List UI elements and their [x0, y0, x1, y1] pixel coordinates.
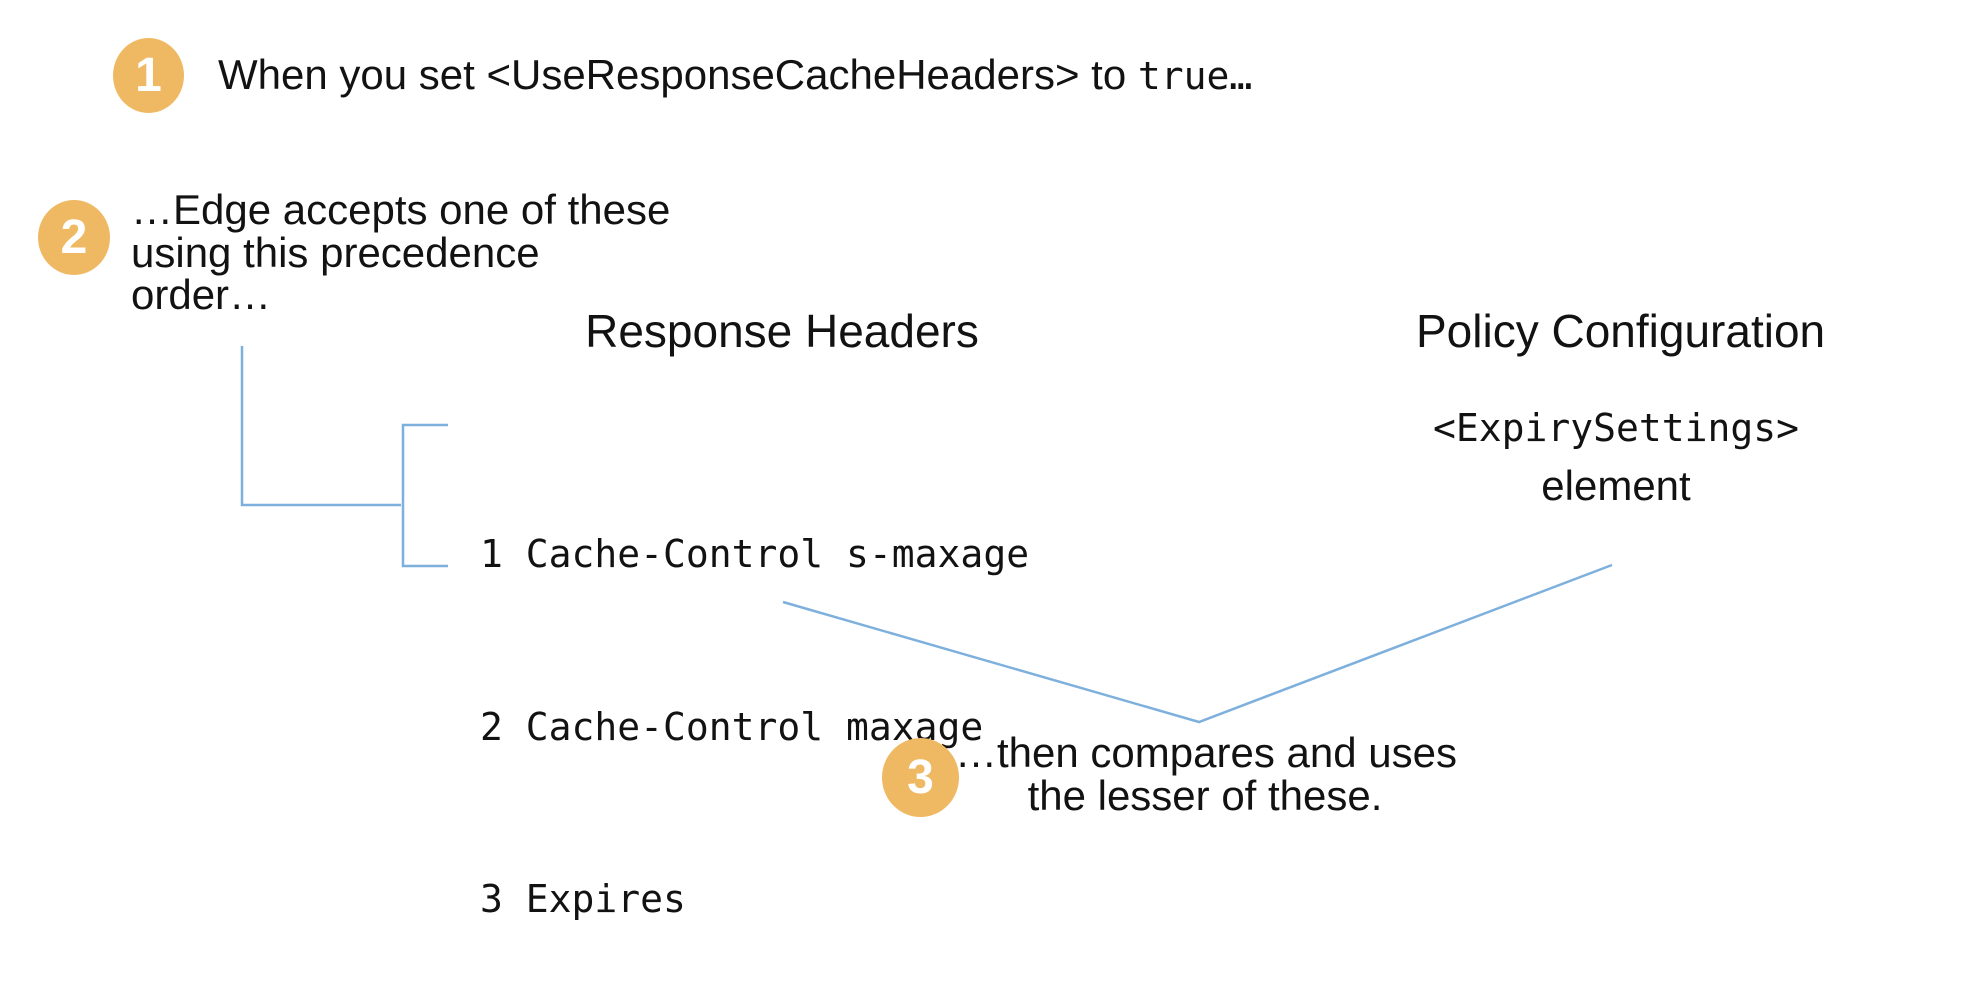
step-2-line-3: order… [131, 271, 272, 318]
precedence-list: 1 Cache-Control s-maxage 2 Cache-Control… [480, 411, 1029, 986]
list-bracket-line [401, 423, 448, 568]
step-2-number: 2 [60, 210, 88, 264]
step-1-element-name: <UseResponseCacheHeaders> [486, 51, 1080, 98]
precedence-item-3: 3 Expires [480, 877, 686, 921]
expiry-settings-code: <ExpirySettings> [1432, 406, 1800, 450]
precedence-connector-line [240, 346, 401, 507]
step-2-badge: 2 [38, 200, 110, 275]
expiry-settings-caption: element [1541, 462, 1691, 509]
step-1-number: 1 [135, 48, 162, 102]
policy-configuration-title: Policy Configuration [1416, 305, 1826, 357]
step-2-caption: …Edge accepts one of these using this pr… [131, 186, 671, 318]
step-1-caption: When you set <UseResponseCacheHeaders> t… [218, 47, 1252, 104]
step-3-line-1: …then compares and uses [955, 729, 1457, 776]
precedence-item-2: 2 Cache-Control maxage [480, 704, 984, 749]
step-2-line-2: using this precedence [131, 228, 540, 276]
step-1-code-value: true… [1137, 54, 1253, 98]
diagram-canvas: { "theme": { "background": "#FFFFFF", "a… [38, 38, 1826, 921]
step-1-text-plain: When you set [218, 51, 487, 98]
step-3-badge: 3 [882, 738, 959, 817]
step-2-line-1: …Edge accepts one of these [131, 186, 671, 233]
step-3-number: 3 [907, 750, 934, 804]
step-1-text-middle: to [1079, 51, 1138, 98]
step-3-line-2: the lesser of these. [1027, 772, 1383, 819]
step-3-caption: …then compares and uses the lesser of th… [955, 729, 1457, 819]
response-headers-title: Response Headers [585, 305, 979, 357]
step-1-badge: 1 [113, 38, 184, 113]
precedence-item-1: 1 Cache-Control s-maxage [480, 532, 1030, 576]
